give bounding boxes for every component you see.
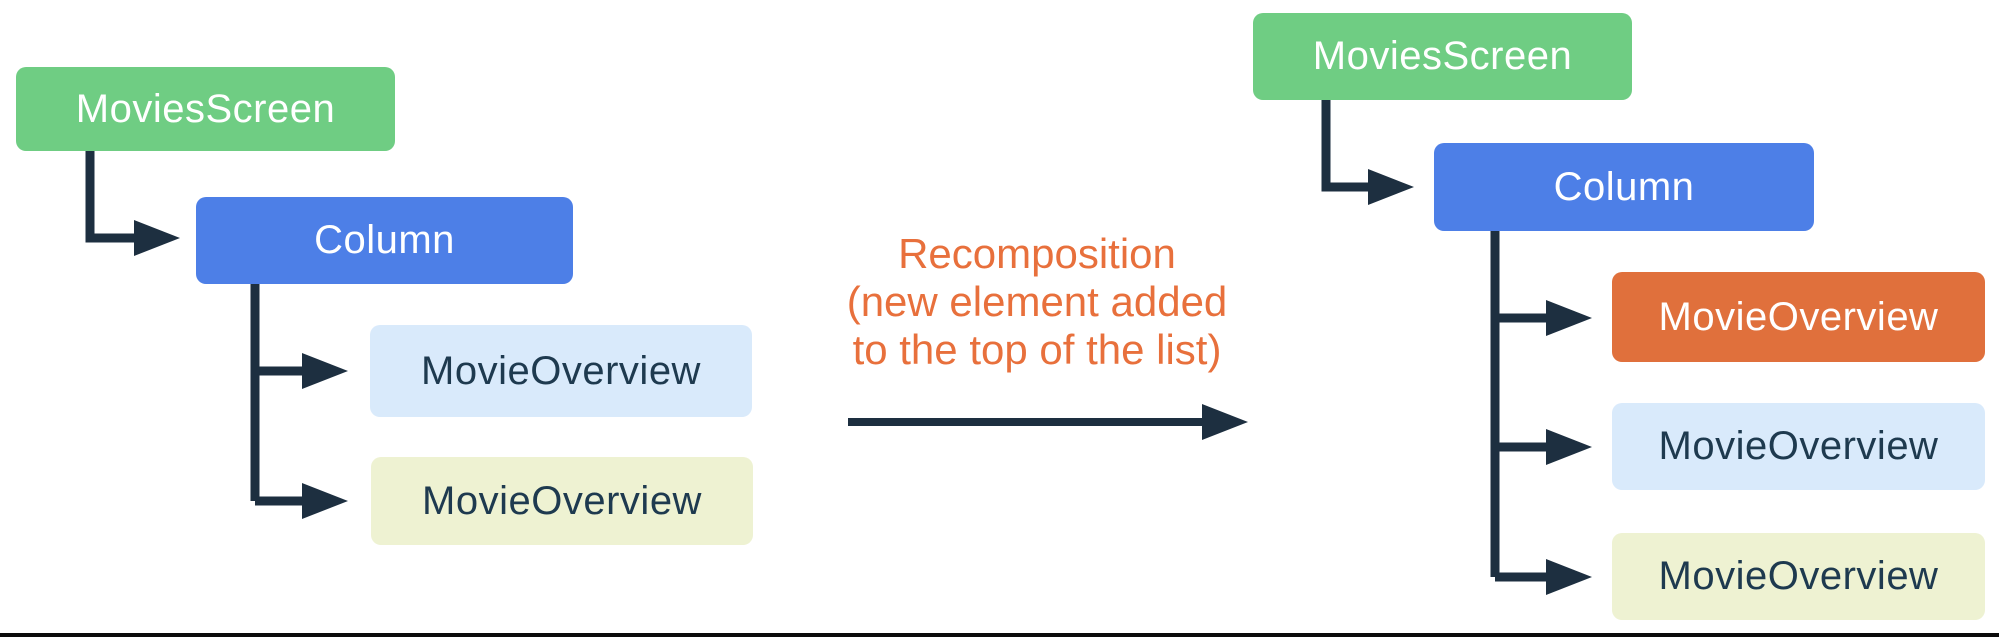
right-branch-connector <box>1490 231 1592 595</box>
left-tree-node-moviesscreen: MoviesScreen <box>16 67 395 151</box>
left-tree-node-column: Column <box>196 197 573 284</box>
recomposition-arrow <box>848 404 1248 440</box>
arrowhead-icon <box>1368 169 1414 205</box>
right-tree-node-movieoverview-2: MovieOverview <box>1612 403 1985 490</box>
arrowhead-icon <box>1546 300 1592 336</box>
arrowhead-icon <box>302 353 348 389</box>
arrowhead-icon <box>302 483 348 519</box>
left-branch-connector <box>250 284 348 519</box>
recomposition-annotation: Recomposition (new element added to the … <box>837 230 1237 374</box>
right-elbow-connector <box>1321 100 1414 205</box>
arrowhead-icon <box>134 220 180 256</box>
annotation-line-2: (new element added <box>846 278 1228 325</box>
left-tree-node-movieoverview-1: MovieOverview <box>370 325 752 417</box>
left-elbow-connector <box>85 151 180 256</box>
arrowhead-icon <box>1202 404 1248 440</box>
arrowhead-icon <box>1546 559 1592 595</box>
annotation-line-1: Recomposition <box>898 230 1176 277</box>
annotation-line-3: to the top of the list) <box>852 326 1222 373</box>
right-tree-node-column: Column <box>1434 143 1814 231</box>
bottom-divider <box>0 633 1999 637</box>
left-tree-node-movieoverview-2: MovieOverview <box>371 457 753 545</box>
right-tree-node-movieoverview-3: MovieOverview <box>1612 533 1985 620</box>
right-tree-node-movieoverview-new: MovieOverview <box>1612 272 1985 362</box>
right-tree-node-moviesscreen: MoviesScreen <box>1253 13 1632 100</box>
arrowhead-icon <box>1546 429 1592 465</box>
